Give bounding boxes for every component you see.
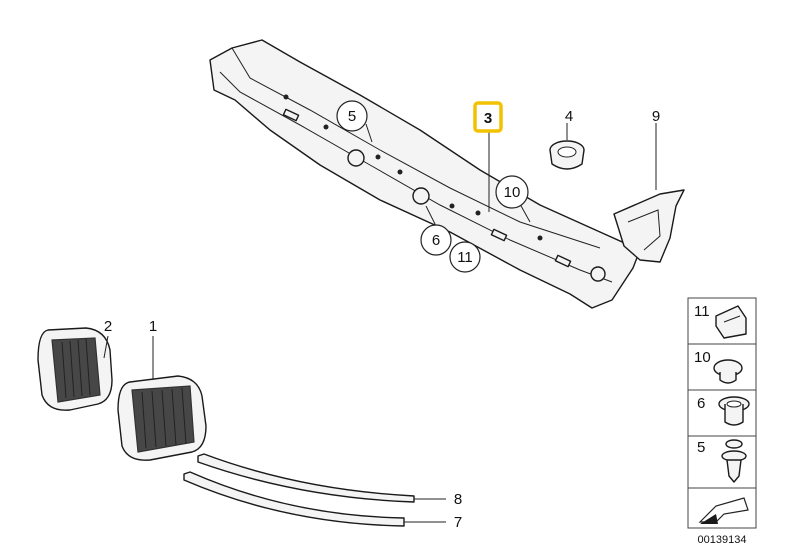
clip-icon <box>715 305 747 339</box>
legend-label-10: 10 <box>694 349 711 366</box>
legend-item-11: 11 <box>694 303 747 339</box>
callout-3[interactable]: 3 <box>473 101 503 133</box>
callout-1[interactable]: 1 <box>149 318 157 335</box>
cowl-panel <box>209 39 641 309</box>
legend-panel: 11 10 6 5 <box>687 297 757 529</box>
legend-label-5: 5 <box>697 439 705 456</box>
callout-1-label: 1 <box>149 318 157 335</box>
callout-6-label: 6 <box>432 232 440 249</box>
callout-7[interactable]: 7 <box>454 514 462 531</box>
callout-9-label: 9 <box>652 108 660 125</box>
legend-item-10: 10 <box>694 349 743 384</box>
direction-arrow-icon <box>698 497 749 524</box>
callout-8[interactable]: 8 <box>454 491 462 508</box>
plug-icon <box>713 359 743 384</box>
callout-5-label: 5 <box>348 108 356 125</box>
grommet-part-4 <box>549 140 585 170</box>
callout-3-label: 3 <box>484 110 492 127</box>
grommet-icon <box>718 396 750 426</box>
callout-2-label: 2 <box>104 318 112 335</box>
kidney-grille-part-1 <box>117 375 207 461</box>
side-bracket-part-9 <box>613 189 685 263</box>
callout-6[interactable]: 6 <box>420 224 452 256</box>
callout-10-label: 10 <box>504 184 521 201</box>
legend-label-11: 11 <box>694 303 710 320</box>
callout-7-label: 7 <box>454 514 462 531</box>
diagram-code: 00139134 <box>698 534 747 546</box>
callout-4[interactable]: 4 <box>565 108 573 125</box>
legend-item-6: 6 <box>697 395 750 426</box>
callout-11[interactable]: 11 <box>449 241 481 273</box>
callout-5[interactable]: 5 <box>336 100 368 132</box>
callout-4-label: 4 <box>565 108 573 125</box>
trim-strip-part-7 <box>183 471 405 527</box>
callout-11-label: 11 <box>457 249 473 266</box>
callout-9[interactable]: 9 <box>652 108 660 125</box>
push-rivet-icon <box>721 439 747 483</box>
legend-label-6: 6 <box>697 395 705 412</box>
kidney-grille-part-2 <box>37 327 113 411</box>
callout-2[interactable]: 2 <box>104 318 112 335</box>
legend-item-5: 5 <box>697 439 747 483</box>
callout-8-label: 8 <box>454 491 462 508</box>
callout-10[interactable]: 10 <box>495 175 529 209</box>
